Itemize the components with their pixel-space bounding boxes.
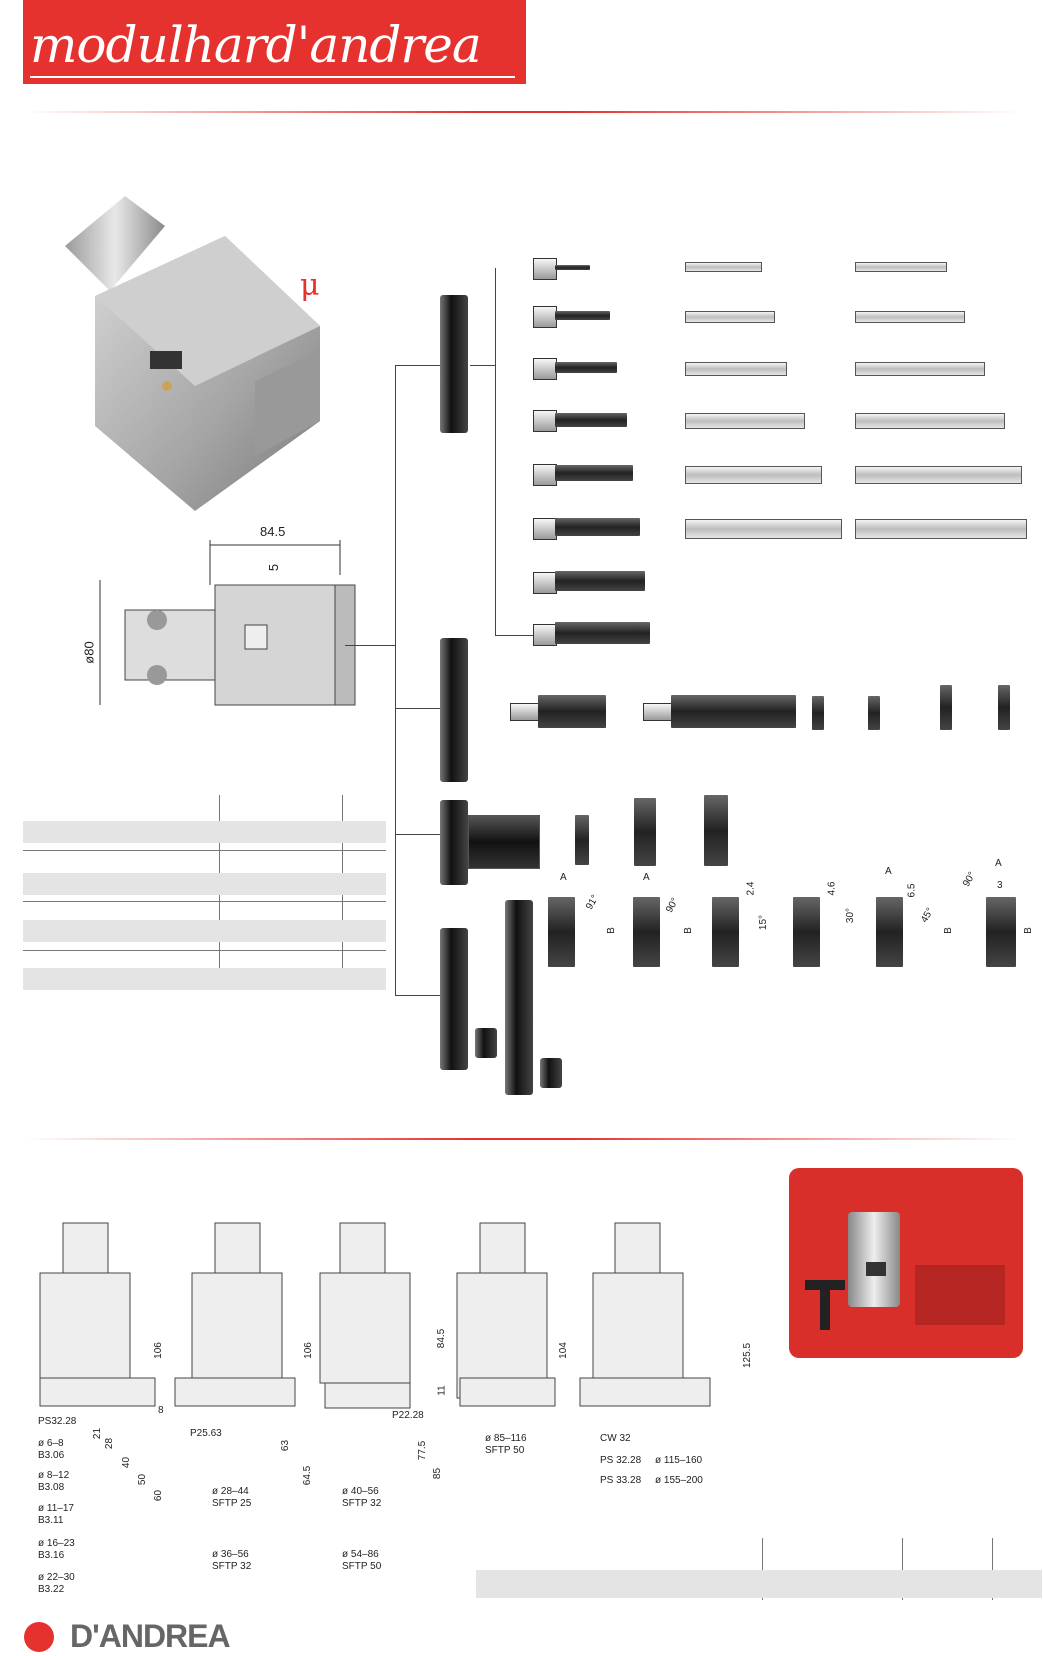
boring-bar xyxy=(685,262,762,272)
boring-bar xyxy=(685,413,805,429)
holder-disc xyxy=(440,928,468,1070)
insert-holder xyxy=(986,897,1016,967)
boring-bar xyxy=(685,519,842,539)
boring-bar xyxy=(685,362,787,376)
insert-holder xyxy=(793,897,820,967)
boring-bar xyxy=(555,518,640,536)
boring-bar xyxy=(685,466,822,484)
boring-bar xyxy=(685,311,775,323)
boring-bar xyxy=(855,311,965,323)
footer-brand: D'ANDREA xyxy=(70,1618,231,1654)
boring-head-photo xyxy=(65,196,320,511)
boring-bar xyxy=(555,465,633,481)
insert-holder xyxy=(876,897,903,967)
boring-bar xyxy=(555,362,617,373)
holder-disc xyxy=(505,900,533,1095)
top-divider xyxy=(23,111,1021,113)
configuration-drawings xyxy=(39,1222,711,1409)
brand-dot-icon xyxy=(24,1622,54,1652)
spec-row xyxy=(23,821,386,843)
brand-logo-banner xyxy=(23,0,526,84)
spec-row xyxy=(23,920,386,942)
boring-bar xyxy=(855,466,1022,484)
boring-bar xyxy=(555,311,610,320)
head-side-drawing xyxy=(99,540,356,706)
boring-bar xyxy=(855,362,985,376)
holder-disc xyxy=(440,638,468,782)
middle-divider xyxy=(23,1138,1021,1140)
holder-disc xyxy=(440,800,468,885)
spec-row xyxy=(476,1570,1042,1598)
boring-bar xyxy=(855,413,1005,429)
insert-holder xyxy=(548,897,575,967)
spec-row xyxy=(23,968,386,990)
boring-bar xyxy=(555,571,645,591)
boring-bar xyxy=(671,695,796,728)
dim-diameter: ø80 xyxy=(81,641,97,664)
dim-head-width: 84.5 xyxy=(260,524,286,539)
logo-underline xyxy=(30,76,515,78)
insert-holder xyxy=(712,897,739,967)
insert-holder xyxy=(633,897,660,967)
boring-bar xyxy=(538,695,606,728)
brand-logo-text: modulhard'andrea xyxy=(30,16,482,74)
dim-offset: 5 xyxy=(266,563,282,572)
boring-bar xyxy=(555,622,650,644)
boring-bar xyxy=(855,519,1027,539)
spec-row xyxy=(23,873,386,895)
digital-display xyxy=(150,351,182,369)
micron-symbol: μ xyxy=(300,268,320,303)
holder-disc xyxy=(440,295,468,433)
boring-bar xyxy=(555,265,590,270)
boring-bar xyxy=(555,413,627,427)
boring-bar xyxy=(855,262,947,272)
